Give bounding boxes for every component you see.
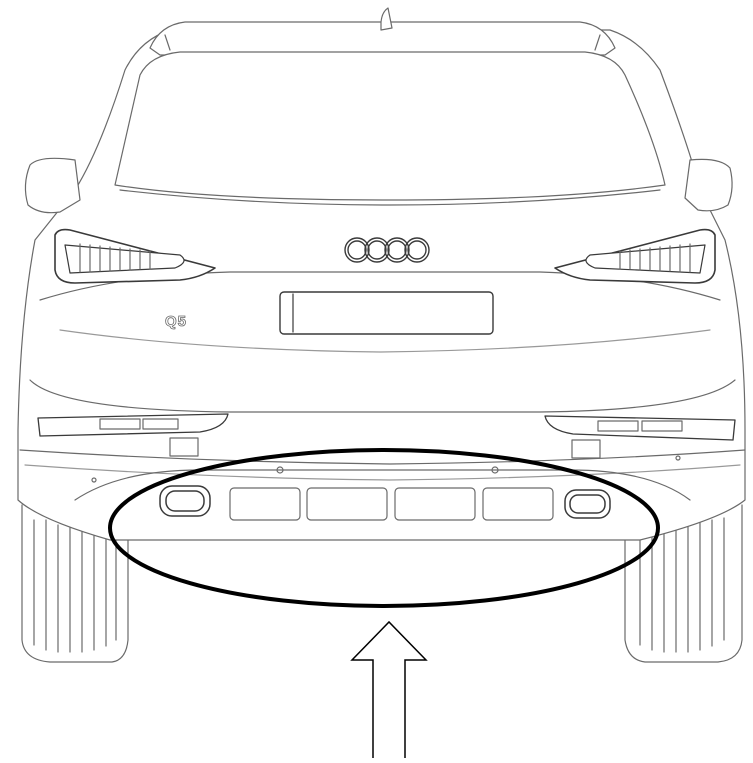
roof-antenna [380, 7, 393, 31]
ellipse-highlight [108, 448, 660, 608]
model-badge: Q5 [165, 313, 187, 330]
right-exhaust-tip [564, 489, 611, 519]
four-rings-icon [344, 237, 430, 263]
left-tire [21, 504, 129, 663]
left-mirror [24, 157, 81, 214]
left-exhaust-tip [159, 485, 211, 517]
roof-spoiler [149, 21, 616, 56]
left-tail-light [54, 228, 216, 284]
up-arrow-icon [350, 620, 428, 758]
license-plate [279, 291, 494, 335]
rear-diffuser [74, 469, 691, 501]
rear-window [114, 51, 666, 201]
right-mirror [684, 158, 733, 212]
right-tail-light [554, 228, 716, 284]
right-reflector [544, 415, 736, 441]
